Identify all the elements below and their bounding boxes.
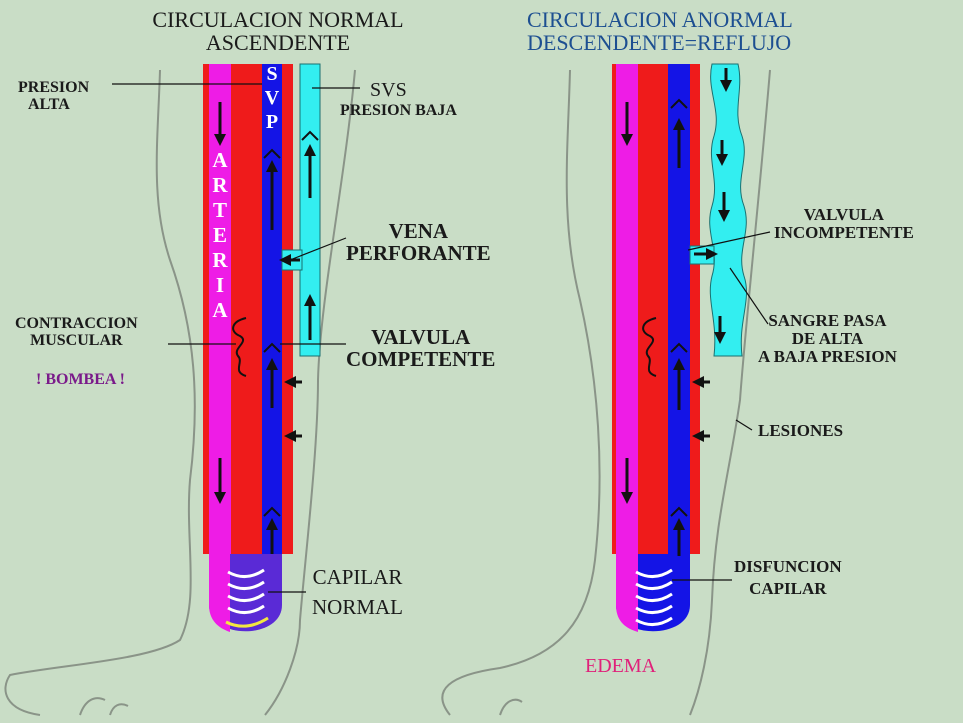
sangre-pasa-line2: DE ALTA [791,328,864,348]
presion-alta-line1: PRESION [18,79,90,96]
capillary-loops-left [227,568,265,614]
deep-vein-right [668,64,690,554]
label-valvula-incompetente: VALVULA INCOMPETENTE [774,206,914,242]
right-leg-outline [441,69,771,716]
capilar-normal-line2: NORMAL [312,595,404,620]
vena-perforante-line1: VENA [388,219,449,243]
sangre-pasa-line3: A BAJA PRESION [758,346,897,366]
leader-lines-right [672,231,771,581]
left-leg-outline [4,69,356,716]
valvula-incompetente-line2: INCOMPETENTE [774,222,914,242]
arteria-letter-6: I [215,273,225,297]
arteria-letter-2: R [212,173,228,197]
svp-letter-2: V [264,87,280,109]
reflux-arrows-right [714,68,732,344]
title-right: CIRCULACION ANORMAL DESCENDENTE=REFLUJO [527,8,793,54]
label-edema: EDEMA [585,655,657,677]
label-capilar-normal: CAPILAR NORMAL [312,566,403,618]
valvula-competente-line1: VALVULA [371,325,471,349]
deep-vein-svp-left [262,64,282,554]
title-left-line2: ASCENDENTE [205,30,351,56]
arteria-letter-3: T [212,198,227,222]
right-vessel-diagram [612,63,771,632]
valvula-incompetente-line1: VALVULA [803,205,885,224]
arteria-letter-7: A [212,298,228,322]
sangre-pasa-line1: SANGRE PASA [768,311,887,330]
svp-letter-3: P [265,111,279,133]
label-lesiones: LESIONES [758,421,844,440]
title-left-line1: CIRCULACION NORMAL [152,7,404,32]
svs-valve-left [301,130,319,141]
label-contraccion-muscular: CONTRACCION MUSCULAR [15,315,138,350]
capillary-bulb-magenta-right [616,554,638,632]
label-vena-perforante: VENA PERFORANTE [346,220,491,264]
external-arrows-right [692,376,710,442]
label-presion-baja: PRESION BAJA [340,102,457,119]
title-right-line1: CIRCULACION ANORMAL [527,7,793,32]
left-vessel-diagram [112,63,360,632]
varicose-vein-right [709,63,747,357]
arteria-letter-4: E [212,223,227,247]
disfuncion-line1: DISFUNCION [734,557,842,576]
label-sangre-pasa: SANGRE PASA DE ALTA A BAJA PRESION [758,312,897,366]
title-left: CIRCULACION NORMAL ASCENDENTE [118,8,438,54]
muscle-contraction-left [232,317,247,377]
valvula-competente-line2: COMPETENTE [346,347,496,372]
capillary-yellow-left [225,616,269,628]
label-svs: SVS [370,79,407,101]
svp-valves-left [263,148,281,517]
disfuncion-line2: CAPILAR [749,578,827,598]
artery-column-right [616,64,638,554]
artery-column-left [209,64,231,554]
muscle-contraction-right [642,317,657,377]
arteria-letter-5: R [212,248,228,272]
deep-valves-right [670,98,688,517]
presion-alta-line2: ALTA [28,95,70,113]
label-presion-alta: PRESION ALTA [18,79,90,114]
contraccion-line1: CONTRACCION [15,315,138,332]
label-valvula-competente: VALVULA COMPETENTE [346,326,495,370]
capillary-loops-right [635,568,673,626]
leader-lines-left [112,83,360,593]
capillary-bulb-magenta-left [209,554,230,632]
label-bombea: ! BOMBEA ! [36,371,125,388]
label-disfuncion-capilar: DISFUNCION CAPILAR [734,558,842,598]
arteria-letter-1: A [212,148,228,172]
contraccion-line2: MUSCULAR [30,331,123,349]
svp-letter-1: S [266,63,278,85]
external-arrows-left [284,376,302,442]
vena-perforante-line2: PERFORANTE [346,241,491,266]
title-right-line2: DESCENDENTE=REFLUJO [527,30,792,56]
capilar-normal-line1: CAPILAR [312,565,403,589]
